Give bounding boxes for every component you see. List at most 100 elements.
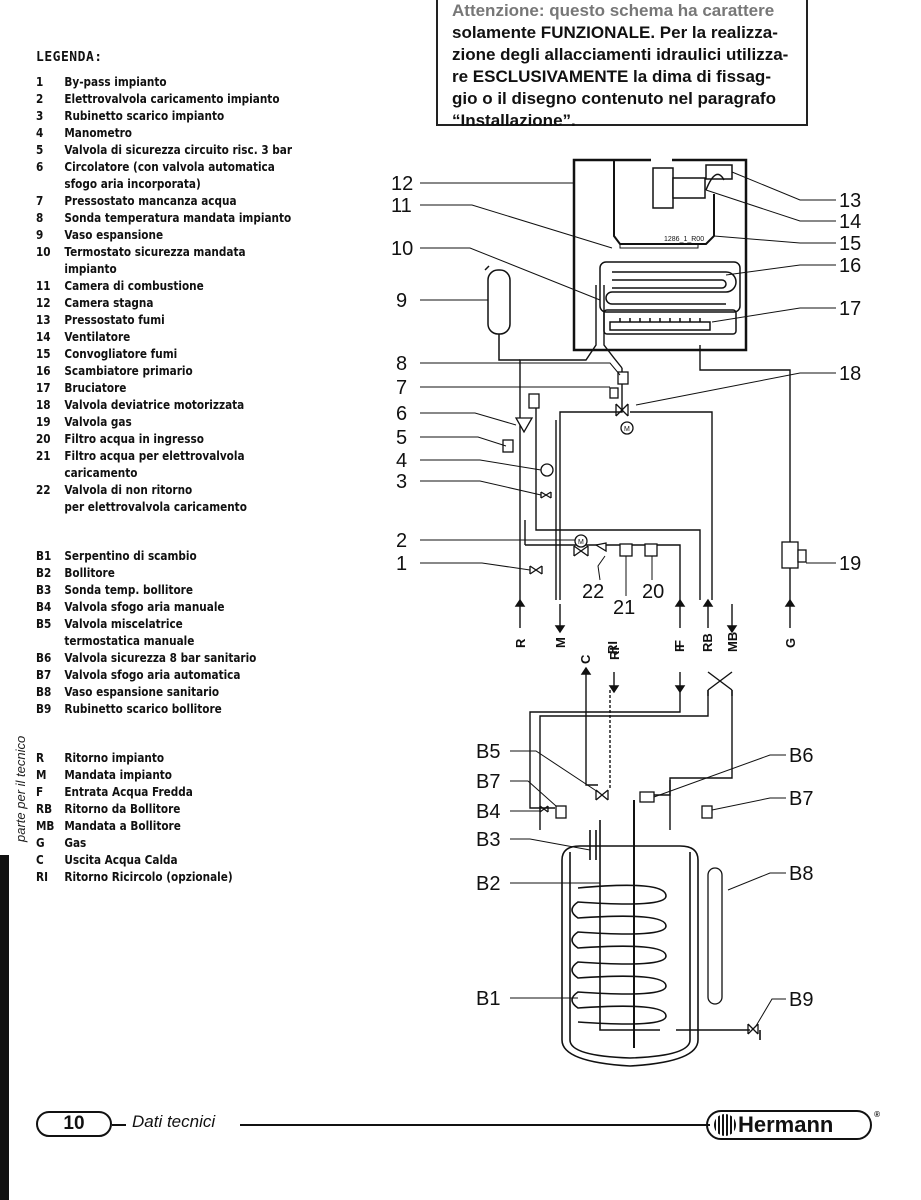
legend-item: B2 Bollitore <box>36 565 294 582</box>
svg-text:M: M <box>624 426 630 433</box>
legend-text: Valvola miscelatrice termostatica manual… <box>64 617 195 648</box>
boiler-connection-label: F <box>672 640 687 648</box>
legend-key: G <box>36 836 45 850</box>
tank-components <box>539 789 759 1035</box>
tank-callout-right: B9 <box>789 989 813 1011</box>
legend-item: 13 Pressostato fumi <box>36 312 294 329</box>
tank-callout-left: B5 <box>476 741 500 763</box>
logo-mark-icon <box>714 1114 736 1136</box>
legend-text: Vaso espansione sanitario <box>64 685 220 699</box>
legend-key: 13 <box>36 313 51 327</box>
legend-text: Bollitore <box>64 566 115 580</box>
svg-text:M: M <box>578 539 584 546</box>
legend-text: Sonda temp. bollitore <box>64 583 193 597</box>
tank-connection-label: RI <box>607 647 622 660</box>
legend-text: Pressostato fumi <box>64 313 165 327</box>
legend-text: Scambiatore primario <box>64 364 193 378</box>
legend-text: By-pass impianto <box>64 75 167 89</box>
boiler-connection-label: G <box>783 638 798 648</box>
callout-left: 1 <box>396 553 407 575</box>
legend-item: 7 Pressostato mancanza acqua <box>36 193 294 210</box>
callout-bottom: 20 <box>642 581 664 603</box>
callout-left: 5 <box>396 427 407 449</box>
storage-tank <box>561 800 761 1067</box>
burner <box>603 309 737 335</box>
notice-text: solamente FUNZIONALE. Per la realizza- z… <box>452 23 789 130</box>
legend-text: Mandata a Bollitore <box>64 819 181 833</box>
legend-key: 15 <box>36 347 51 361</box>
legend-text: Rubinetto scarico bollitore <box>64 702 222 716</box>
legend-text: Uscita Acqua Calda <box>64 853 178 867</box>
legend-key: 6 <box>36 160 44 174</box>
legend-item: B3 Sonda temp. bollitore <box>36 582 294 599</box>
callout-right: 19 <box>839 553 861 575</box>
legend-key: B2 <box>36 566 52 580</box>
tank-callout-left: B3 <box>476 829 500 851</box>
legend-key: B3 <box>36 583 52 597</box>
callout-right: 13 <box>839 190 861 212</box>
legend-text: Valvola sicurezza 8 bar sanitario <box>64 651 257 665</box>
callout-left: 3 <box>396 471 407 493</box>
legend-key: 19 <box>36 415 51 429</box>
legend-text: Rubinetto scarico impianto <box>64 109 225 123</box>
legend-key: 22 <box>36 483 51 497</box>
callout-left: 2 <box>396 530 407 552</box>
legend-text: Mandata impianto <box>64 768 173 782</box>
callout-left: 11 <box>391 195 412 217</box>
part-code: 1286_1_R00 <box>664 236 704 243</box>
legend-item: C Uscita Acqua Calda <box>36 852 294 869</box>
legend-text: Entrata Acqua Fredda <box>64 785 193 799</box>
tank-callout-right: B7 <box>789 788 813 810</box>
boiler-connection-label: RI <box>605 641 620 654</box>
footer-rule <box>240 1124 710 1126</box>
boiler-connection-label: M <box>553 637 568 648</box>
primary-exchanger <box>599 261 741 313</box>
callout-left: 9 <box>396 290 407 312</box>
legend-text: Serpentino di scambio <box>64 549 197 563</box>
legend-key: C <box>36 853 44 867</box>
legend-key: 11 <box>36 279 51 293</box>
side-tab-bar <box>0 855 9 1200</box>
page-number: 10 <box>36 1111 112 1137</box>
footer-section-title: Dati tecnici <box>132 1112 216 1131</box>
brand-name: Hermann <box>738 1112 834 1137</box>
legend-key: 4 <box>36 126 44 140</box>
legend-text: Pressostato mancanza acqua <box>64 194 237 208</box>
expansion-vessel <box>484 265 520 361</box>
legend-text: Ventilatore <box>64 330 131 344</box>
legend-text: Camera di combustione <box>64 279 204 293</box>
callout-left: 6 <box>396 403 407 425</box>
callout-bottom: 22 <box>582 581 604 603</box>
callout-left: 10 <box>391 238 413 260</box>
boiler-connection-label: RB <box>700 633 715 652</box>
callout-bottom: 21 <box>613 597 635 619</box>
legend-key: RI <box>36 870 48 884</box>
legend-text: Vaso espansione <box>64 228 164 242</box>
legend-text: Valvola di sicurezza circuito risc. 3 ba… <box>64 143 293 157</box>
legend-key: B5 <box>36 617 52 631</box>
boiler-connection-label: R <box>513 638 528 648</box>
tank-callout-left: B2 <box>476 873 500 895</box>
legend-text: Sonda temperatura mandata impianto <box>64 211 292 225</box>
legend-text: Circolatore (con valvola automatica sfog… <box>64 160 275 191</box>
hydraulic-pipes <box>519 285 791 600</box>
legend-key: 21 <box>36 449 51 463</box>
legend-key: 7 <box>36 194 44 208</box>
tank-connection-label: F <box>672 644 687 652</box>
tank-connection-label: C <box>578 654 593 664</box>
